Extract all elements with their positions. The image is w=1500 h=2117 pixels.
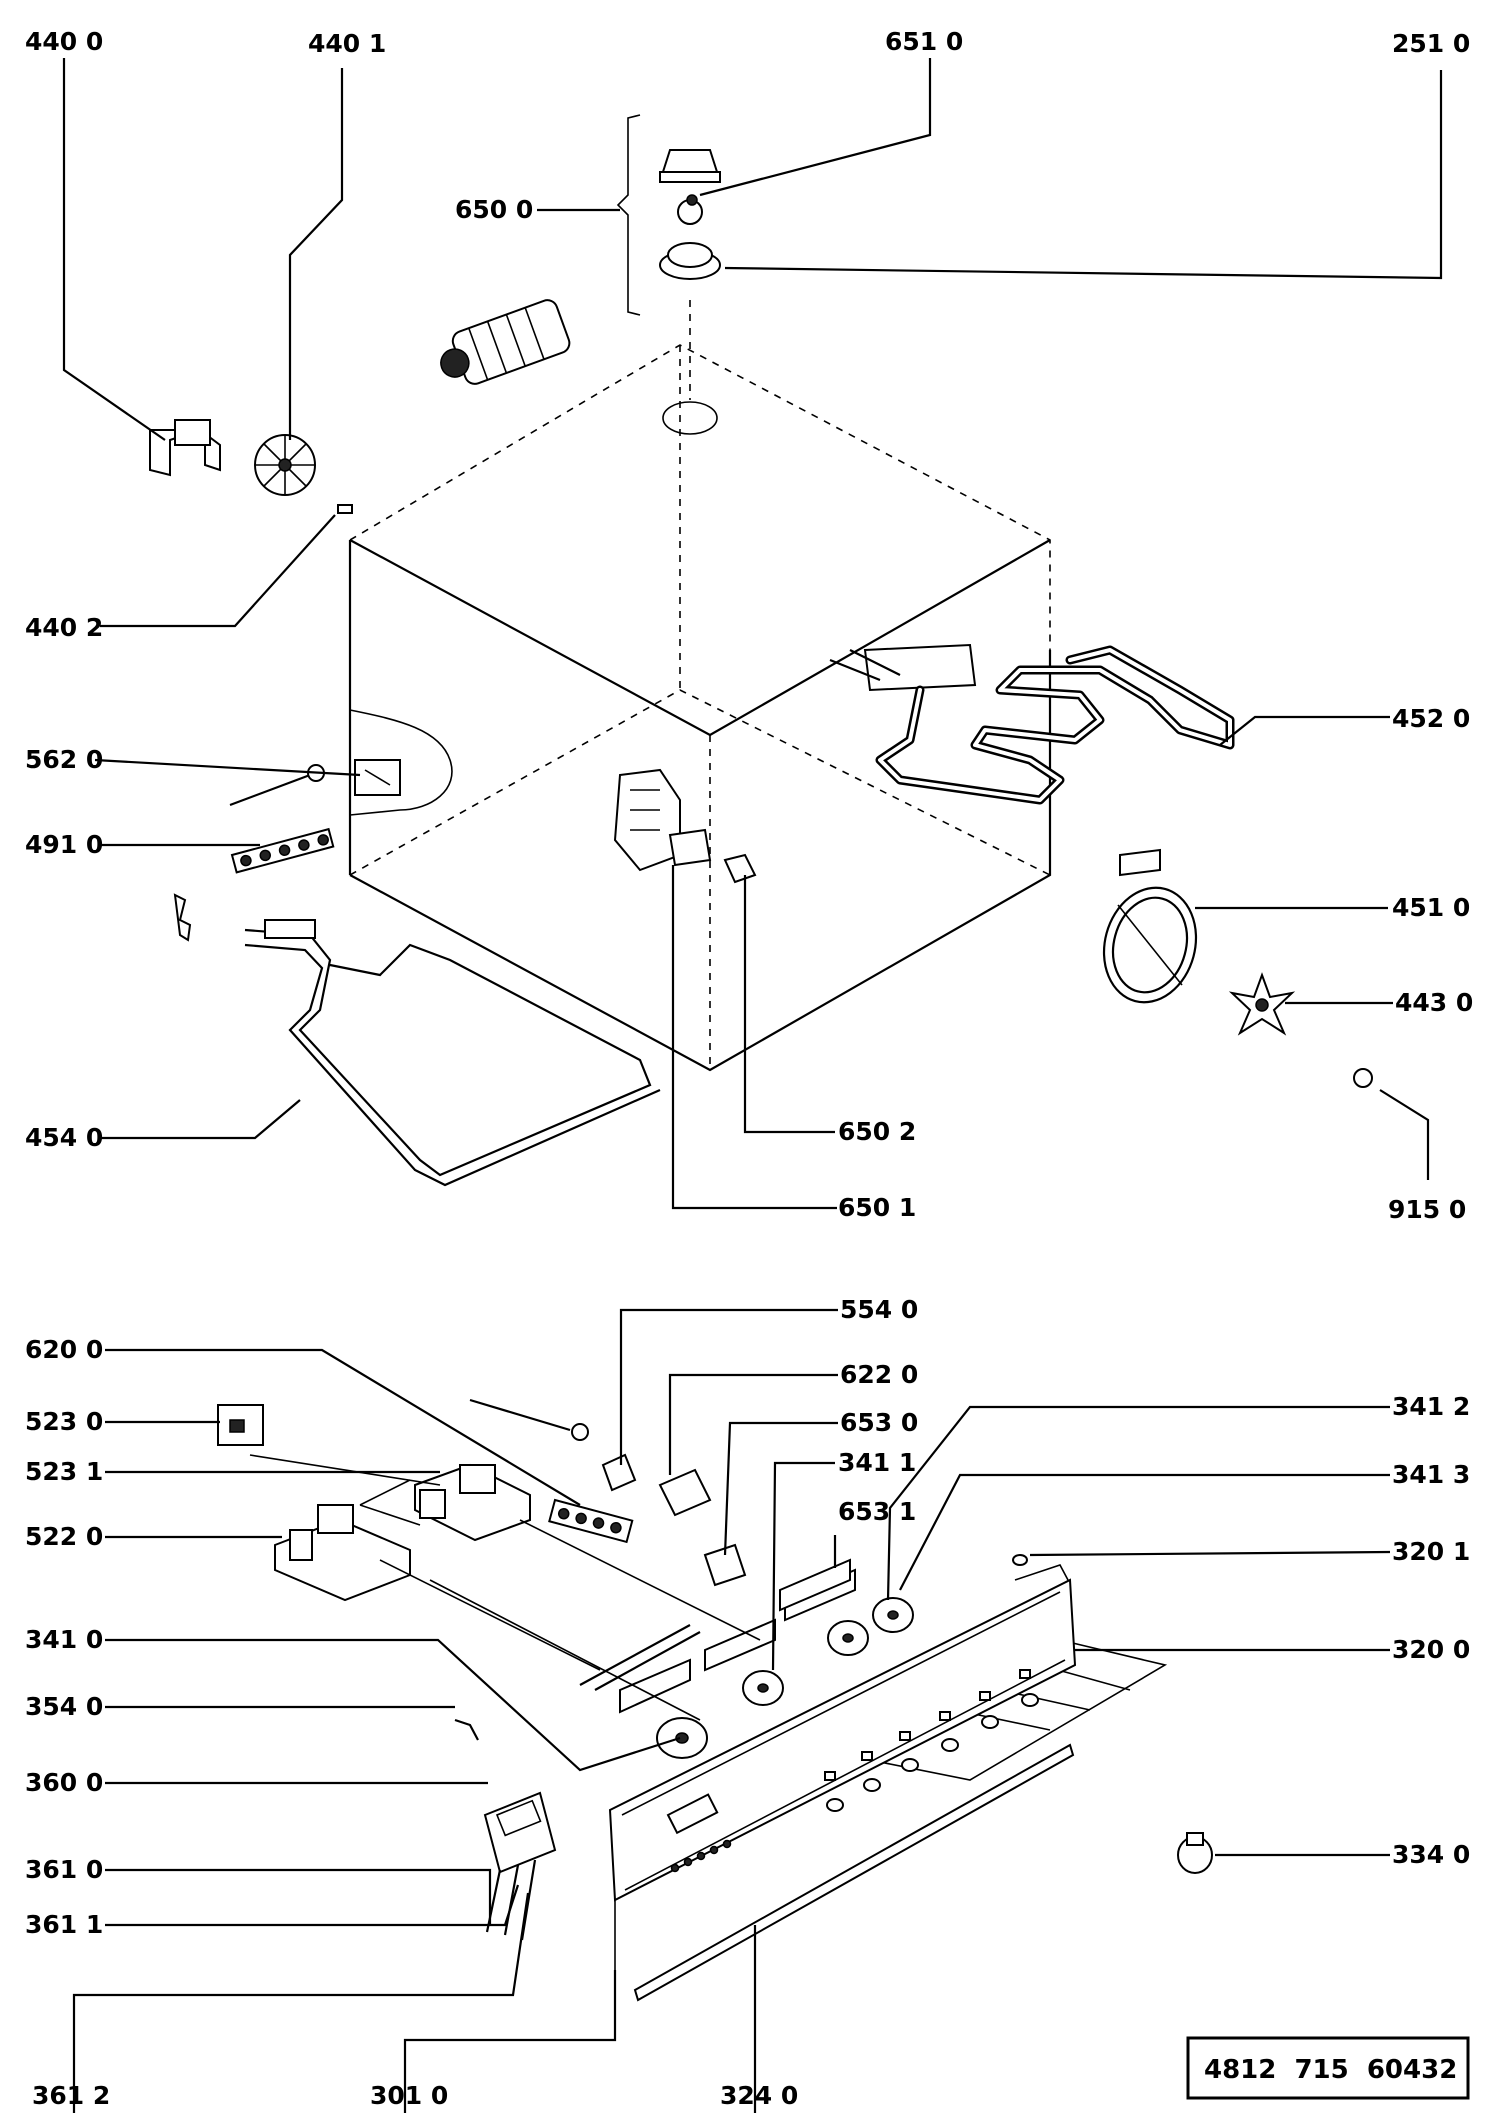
label-320-1: 320 1 bbox=[1392, 1537, 1470, 1566]
label-360-0: 360 0 bbox=[25, 1768, 103, 1797]
clock-module bbox=[483, 1791, 557, 1941]
knobs bbox=[656, 1597, 1213, 1874]
diagram-code-box: 4812 715 60432 bbox=[1186, 2036, 1470, 2100]
selector-switches bbox=[274, 1463, 531, 1602]
label-651-0: 651 0 bbox=[885, 27, 963, 56]
thermostat-switch bbox=[613, 768, 712, 872]
label-324-0: 324 0 bbox=[720, 2081, 798, 2110]
label-361-2: 361 2 bbox=[32, 2081, 110, 2110]
thermostat-sensor bbox=[229, 759, 401, 807]
upper-leader-lines bbox=[62, 58, 1443, 1210]
label-251-0: 251 0 bbox=[1392, 29, 1470, 58]
label-451-0: 451 0 bbox=[1392, 893, 1470, 922]
fan-wheel bbox=[254, 434, 316, 496]
label-341-3: 341 3 bbox=[1392, 1460, 1470, 1489]
label-650-0: 650 0 bbox=[455, 195, 533, 224]
circular-element bbox=[1102, 848, 1198, 1004]
label-554-0: 554 0 bbox=[840, 1295, 918, 1324]
switch-523 bbox=[217, 1404, 264, 1446]
terminal-block bbox=[230, 827, 335, 874]
lower-leader-lines bbox=[72, 1308, 1391, 2113]
label-443-0: 443 0 bbox=[1395, 988, 1473, 1017]
label-341-0: 341 0 bbox=[25, 1625, 103, 1654]
nut bbox=[1353, 1068, 1373, 1088]
label-301-0: 301 0 bbox=[370, 2081, 448, 2110]
label-361-0: 361 0 bbox=[25, 1855, 103, 1884]
label-653-0: 653 0 bbox=[840, 1408, 918, 1437]
oven-cavity bbox=[348, 344, 1052, 1072]
motor-bracket bbox=[149, 419, 221, 477]
label-620-0: 620 0 bbox=[25, 1335, 103, 1364]
sensor-554 bbox=[469, 1398, 637, 1492]
fan-blade bbox=[1228, 972, 1296, 1036]
label-650-2: 650 2 bbox=[838, 1117, 916, 1146]
label-562-0: 562 0 bbox=[25, 745, 103, 774]
connector bbox=[723, 853, 757, 884]
callout-labels: 440 0 440 1 651 0 251 0 650 0 440 2 562 … bbox=[25, 27, 1473, 2110]
label-341-2: 341 2 bbox=[1392, 1392, 1470, 1421]
label-341-1: 341 1 bbox=[838, 1448, 916, 1477]
lamp-assembly bbox=[659, 149, 721, 400]
label-452-0: 452 0 bbox=[1392, 704, 1470, 733]
cable-tie bbox=[454, 1718, 479, 1741]
wiring-lines bbox=[249, 1454, 761, 1721]
label-622-0: 622 0 bbox=[840, 1360, 918, 1389]
label-440-2: 440 2 bbox=[25, 613, 103, 642]
lamp-brace bbox=[616, 114, 641, 316]
label-522-0: 522 0 bbox=[25, 1522, 103, 1551]
label-915-0: 915 0 bbox=[1388, 1195, 1466, 1224]
label-491-0: 491 0 bbox=[25, 830, 103, 859]
label-354-0: 354 0 bbox=[25, 1692, 103, 1721]
label-440-0: 440 0 bbox=[25, 27, 103, 56]
lower-heating-element bbox=[173, 893, 661, 1187]
label-454-0: 454 0 bbox=[25, 1123, 103, 1152]
label-650-1: 650 1 bbox=[838, 1193, 916, 1222]
label-320-0: 320 0 bbox=[1392, 1635, 1470, 1664]
label-361-1: 361 1 bbox=[25, 1910, 103, 1939]
label-440-1: 440 1 bbox=[308, 29, 386, 58]
bracket-653 bbox=[779, 1558, 851, 1612]
grill-element bbox=[829, 643, 1235, 805]
diagram-code: 4812 715 60432 bbox=[1204, 2055, 1457, 2085]
label-523-1: 523 1 bbox=[25, 1457, 103, 1486]
label-523-0: 523 0 bbox=[25, 1407, 103, 1436]
switch-622 bbox=[658, 1468, 712, 1517]
screw bbox=[1012, 1554, 1028, 1566]
fan-motor bbox=[440, 299, 571, 385]
control-panel-assembly bbox=[608, 1564, 1168, 2002]
label-334-0: 334 0 bbox=[1392, 1840, 1470, 1869]
label-653-1: 653 1 bbox=[838, 1497, 916, 1526]
panel-terminal-block bbox=[548, 1498, 634, 1544]
pin bbox=[337, 504, 353, 514]
lamp-hole bbox=[662, 401, 718, 435]
